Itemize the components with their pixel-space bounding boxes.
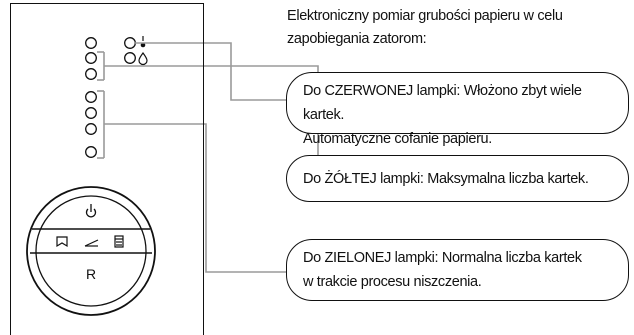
led-green-3	[85, 123, 97, 135]
power-icon	[85, 204, 97, 218]
led-red	[85, 37, 97, 49]
forward-icon	[84, 239, 99, 247]
led-green-4	[85, 146, 97, 158]
connector-green	[104, 123, 291, 273]
shredder-control-panel	[10, 3, 204, 335]
reverse-icon	[56, 236, 68, 248]
reverse-button-label: R	[86, 266, 96, 282]
callout-green-line1: Do ZIELONEJ lampki: Normalna liczba kart…	[303, 250, 582, 266]
auto-icon	[114, 235, 124, 248]
led-green-2	[85, 107, 97, 119]
drop-icon	[138, 51, 148, 66]
callout-red: Do CZERWONEJ lampki: Włożono zbyt wiele …	[286, 72, 629, 147]
callout-red-line1: Do CZERWONEJ lampki: Włożono zbyt wiele …	[303, 83, 582, 123]
intro-text: Elektroniczny pomiar grubości papieru w …	[287, 8, 563, 47]
connector-red	[135, 42, 291, 101]
callout-yellow-text: Do ŻÓŁTEJ lampki: Maksymalna liczba kart…	[303, 170, 589, 187]
led-yellow-2	[85, 68, 97, 80]
led-green-1	[85, 91, 97, 103]
callout-green: Do ZIELONEJ lampki: Normalna liczba kart…	[286, 239, 629, 301]
led-yellow-1	[85, 52, 97, 64]
callout-yellow: Do ŻÓŁTEJ lampki: Maksymalna liczba kart…	[286, 155, 629, 202]
led-status-bottom	[124, 52, 136, 64]
callout-red-line2: Automatyczne cofanie papieru.	[303, 131, 492, 147]
control-dial	[26, 186, 156, 316]
callout-green-line2: w trakcie procesu niszczenia.	[303, 274, 482, 290]
paper-jam-icon	[140, 36, 146, 48]
